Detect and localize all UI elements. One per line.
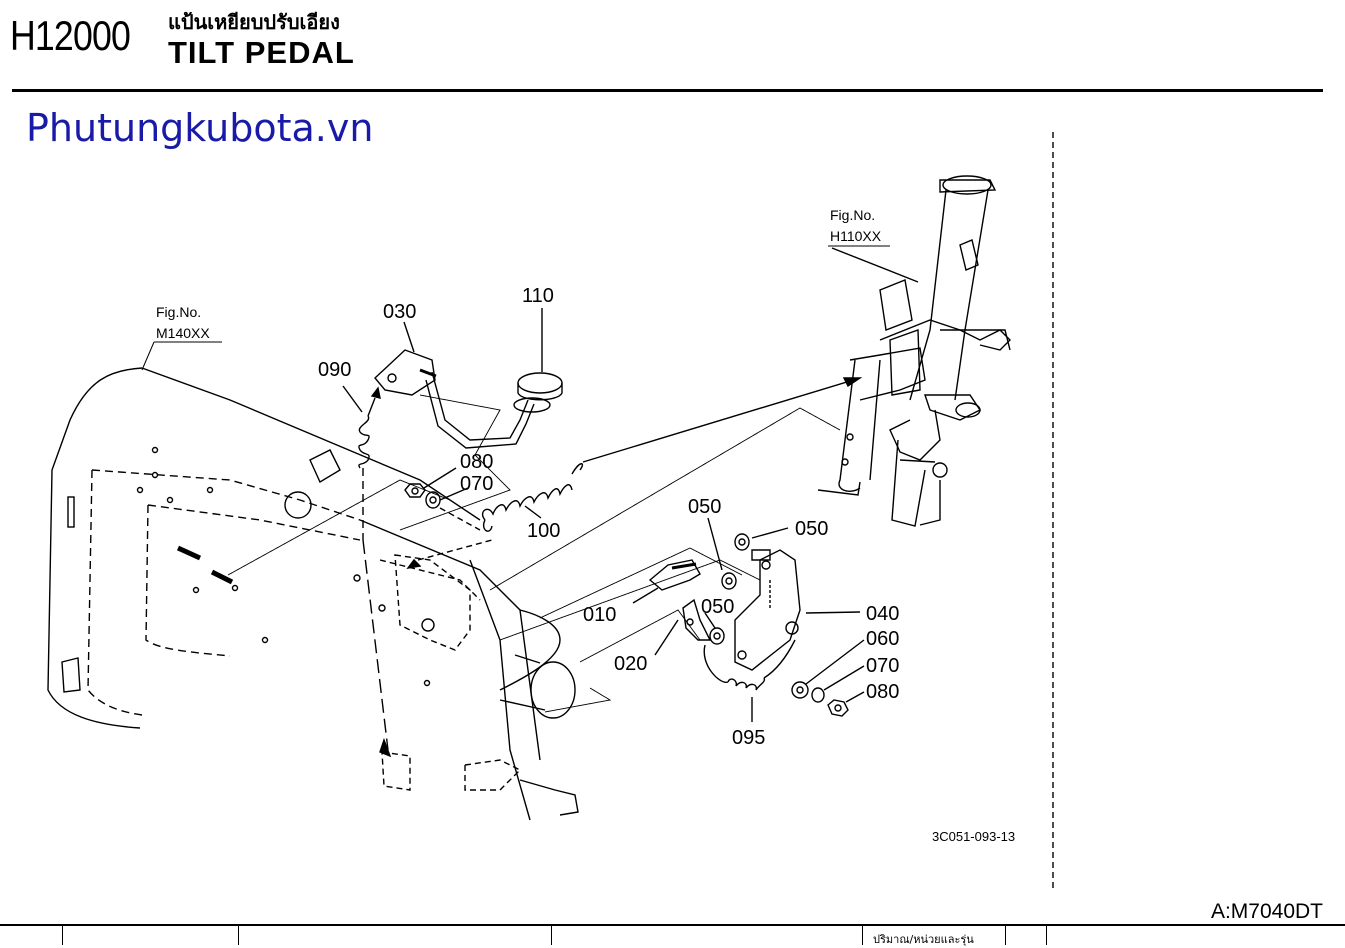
callout-080-upper: 080	[460, 451, 493, 473]
washers-050	[704, 517, 789, 645]
model-code: A:M7040DT	[1210, 900, 1323, 923]
title-thai: แป้นเหยียบปรับเอียง	[168, 10, 340, 34]
header-divider	[12, 89, 1323, 92]
callout-080-lower: 080	[866, 681, 899, 703]
table-column-header-quantity: ปริมาณ/หน่วยและรุ่น	[873, 933, 974, 946]
table-column-divider	[238, 926, 239, 945]
callout-040: 040	[866, 603, 899, 625]
callout-090: 090	[318, 359, 351, 381]
callout-070-upper: 070	[460, 473, 493, 495]
callout-010: 010	[583, 604, 616, 626]
pedal-arm-030	[374, 349, 535, 449]
lever-010	[632, 559, 701, 604]
table-column-divider	[862, 926, 863, 945]
callout-050-lower: 050	[701, 596, 734, 618]
fig-ref-code-h110: H110XX	[830, 228, 882, 244]
table-column-divider	[62, 926, 63, 945]
callout-030: 030	[383, 301, 416, 323]
figure-code: H12000	[10, 12, 131, 59]
frame-panel	[47, 367, 579, 821]
fasteners-060-070-080	[791, 639, 865, 717]
fig-ref-label-m140: Fig.No.	[156, 304, 201, 320]
page-title: TILT PEDAL	[168, 35, 355, 70]
callout-050-right: 050	[795, 518, 828, 540]
callout-095: 095	[732, 727, 765, 749]
callout-110: 110	[522, 285, 554, 307]
callout-070-lower: 070	[866, 655, 899, 677]
table-column-divider	[1005, 926, 1006, 945]
steering-column	[817, 175, 1011, 527]
callout-060: 060	[866, 628, 899, 650]
bracket-040	[734, 549, 861, 671]
watermark-logo: Phutungkubota.vn	[26, 106, 374, 150]
assembly-guide-lines	[227, 394, 841, 713]
callout-100: 100	[527, 520, 560, 542]
spring-100	[406, 377, 863, 569]
pedal-pad-110	[513, 308, 563, 413]
drawing-number: 3C051-093-13	[932, 829, 1015, 844]
spring-095	[703, 639, 796, 722]
callout-050-top: 050	[688, 496, 721, 518]
table-column-divider	[551, 926, 552, 945]
table-column-divider	[1046, 926, 1047, 945]
spring-090	[342, 385, 392, 758]
fig-ref-code-m140: M140XX	[156, 325, 210, 341]
fig-ref-label-h110: Fig.No.	[830, 207, 875, 223]
parts-table-header-strip	[0, 924, 1345, 945]
callout-020: 020	[614, 653, 647, 675]
